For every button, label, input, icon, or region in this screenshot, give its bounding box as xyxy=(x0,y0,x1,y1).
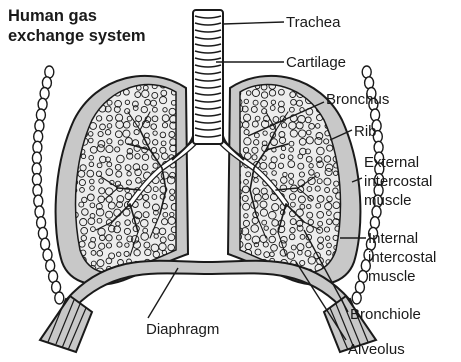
rib-segment xyxy=(352,292,361,304)
rib-segment xyxy=(38,227,47,239)
rib-segment xyxy=(34,195,43,207)
rib-segment xyxy=(370,217,379,229)
internal-intercostal-line-3: muscle xyxy=(368,267,436,286)
label-alveolus: Alveolus xyxy=(348,340,405,359)
rib-segment xyxy=(35,120,44,132)
rib-segment xyxy=(36,109,45,121)
left-diaphragm-muscle xyxy=(40,296,92,352)
trachea-leader xyxy=(223,22,284,24)
label-external-intercostal: External intercostal muscle xyxy=(364,153,432,210)
diaphragm-leader xyxy=(148,268,178,318)
label-internal-intercostal: Internal intercostal muscle xyxy=(368,229,436,286)
label-bronchus: Bronchus xyxy=(326,90,389,109)
label-diaphragm: Diaphragm xyxy=(146,320,219,339)
rib-segment xyxy=(37,217,46,229)
title-line-2: exchange system xyxy=(8,26,198,46)
title-line-1: Human gas xyxy=(8,6,198,26)
label-cartilage: Cartilage xyxy=(286,53,346,72)
external-intercostal-line-1: External xyxy=(364,153,432,172)
internal-intercostal-line-2: intercostal xyxy=(368,248,436,267)
rib-segment xyxy=(40,88,49,100)
label-rib: Rib xyxy=(354,122,377,141)
rib-segment xyxy=(35,206,44,218)
internal-intercostal-line-1: Internal xyxy=(368,229,436,248)
external-intercostal-line-3: muscle xyxy=(364,191,432,210)
diagram-title: Human gas exchange system xyxy=(8,6,198,46)
rib-segment xyxy=(55,292,64,304)
rib-segment xyxy=(371,109,380,121)
external-intercostal-line-2: intercostal xyxy=(364,172,432,191)
label-trachea: Trachea xyxy=(286,13,340,32)
label-bronchiole: Bronchiole xyxy=(350,305,421,324)
rib-segment xyxy=(38,98,47,110)
